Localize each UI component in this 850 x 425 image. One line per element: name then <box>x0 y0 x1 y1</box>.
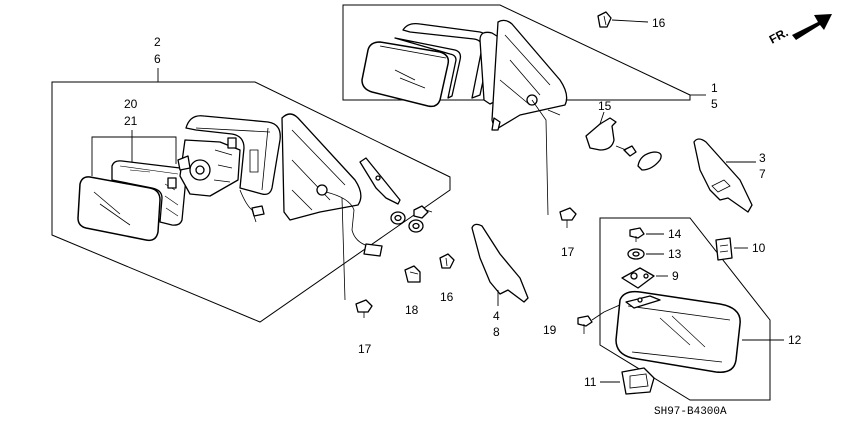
label-16-lower: 16 <box>440 290 454 304</box>
label-11: 11 <box>584 375 597 389</box>
screw-17-bottom: 17 <box>355 299 373 356</box>
direction-label: FR. <box>767 25 791 46</box>
screw-16-top: 16 <box>597 11 666 30</box>
label-21: 21 <box>124 114 138 128</box>
label-17-middle: 17 <box>561 245 575 259</box>
arrow-icon <box>792 14 832 40</box>
label-2: 2 <box>154 35 161 49</box>
part-12-inner-mirror: 12 <box>615 290 802 373</box>
part-13-washer: 13 <box>627 247 682 261</box>
label-20: 20 <box>124 97 138 111</box>
part-11-cover: 11 <box>584 367 655 395</box>
fastener-set <box>390 205 433 233</box>
label-12: 12 <box>788 333 802 347</box>
label-10: 10 <box>752 241 766 255</box>
direction-indicator: FR. <box>767 14 832 47</box>
label-5: 5 <box>711 97 718 111</box>
part-15-cover: 15 <box>585 99 662 171</box>
part-4-8-cover: 4 8 <box>471 223 529 339</box>
label-15: 15 <box>598 99 612 113</box>
screw-17-middle: 17 <box>559 207 577 259</box>
label-13: 13 <box>668 247 682 261</box>
part-14-screw: 14 <box>629 227 682 242</box>
screw-16-lower: 16 <box>439 253 455 304</box>
label-19: 19 <box>543 323 557 337</box>
left-mirror-assembly <box>77 113 383 301</box>
label-17-bottom: 17 <box>358 342 372 356</box>
part-10-clip: 10 <box>715 237 766 261</box>
label-6: 6 <box>154 52 161 66</box>
right-mirror-group-box <box>342 4 691 101</box>
label-4: 4 <box>493 309 500 323</box>
label-18: 18 <box>405 303 419 317</box>
label-8: 8 <box>493 325 500 339</box>
label-14: 14 <box>668 227 682 241</box>
label-7: 7 <box>759 167 766 181</box>
diagram-code: SH97-B4300A <box>654 406 727 418</box>
label-9: 9 <box>672 269 679 283</box>
part-18-grommet: 18 <box>404 265 421 317</box>
part-9-mount: 9 <box>621 267 679 289</box>
label-16-top: 16 <box>652 16 666 30</box>
label-3: 3 <box>759 151 766 165</box>
right-mirror-assembly <box>361 19 568 216</box>
small-bracket <box>359 157 401 205</box>
inner-mirror-group-box <box>599 217 771 401</box>
part-3-7-cover: 3 7 <box>693 138 766 213</box>
left-mirror-group-box <box>51 81 451 323</box>
label-1: 1 <box>711 81 718 95</box>
